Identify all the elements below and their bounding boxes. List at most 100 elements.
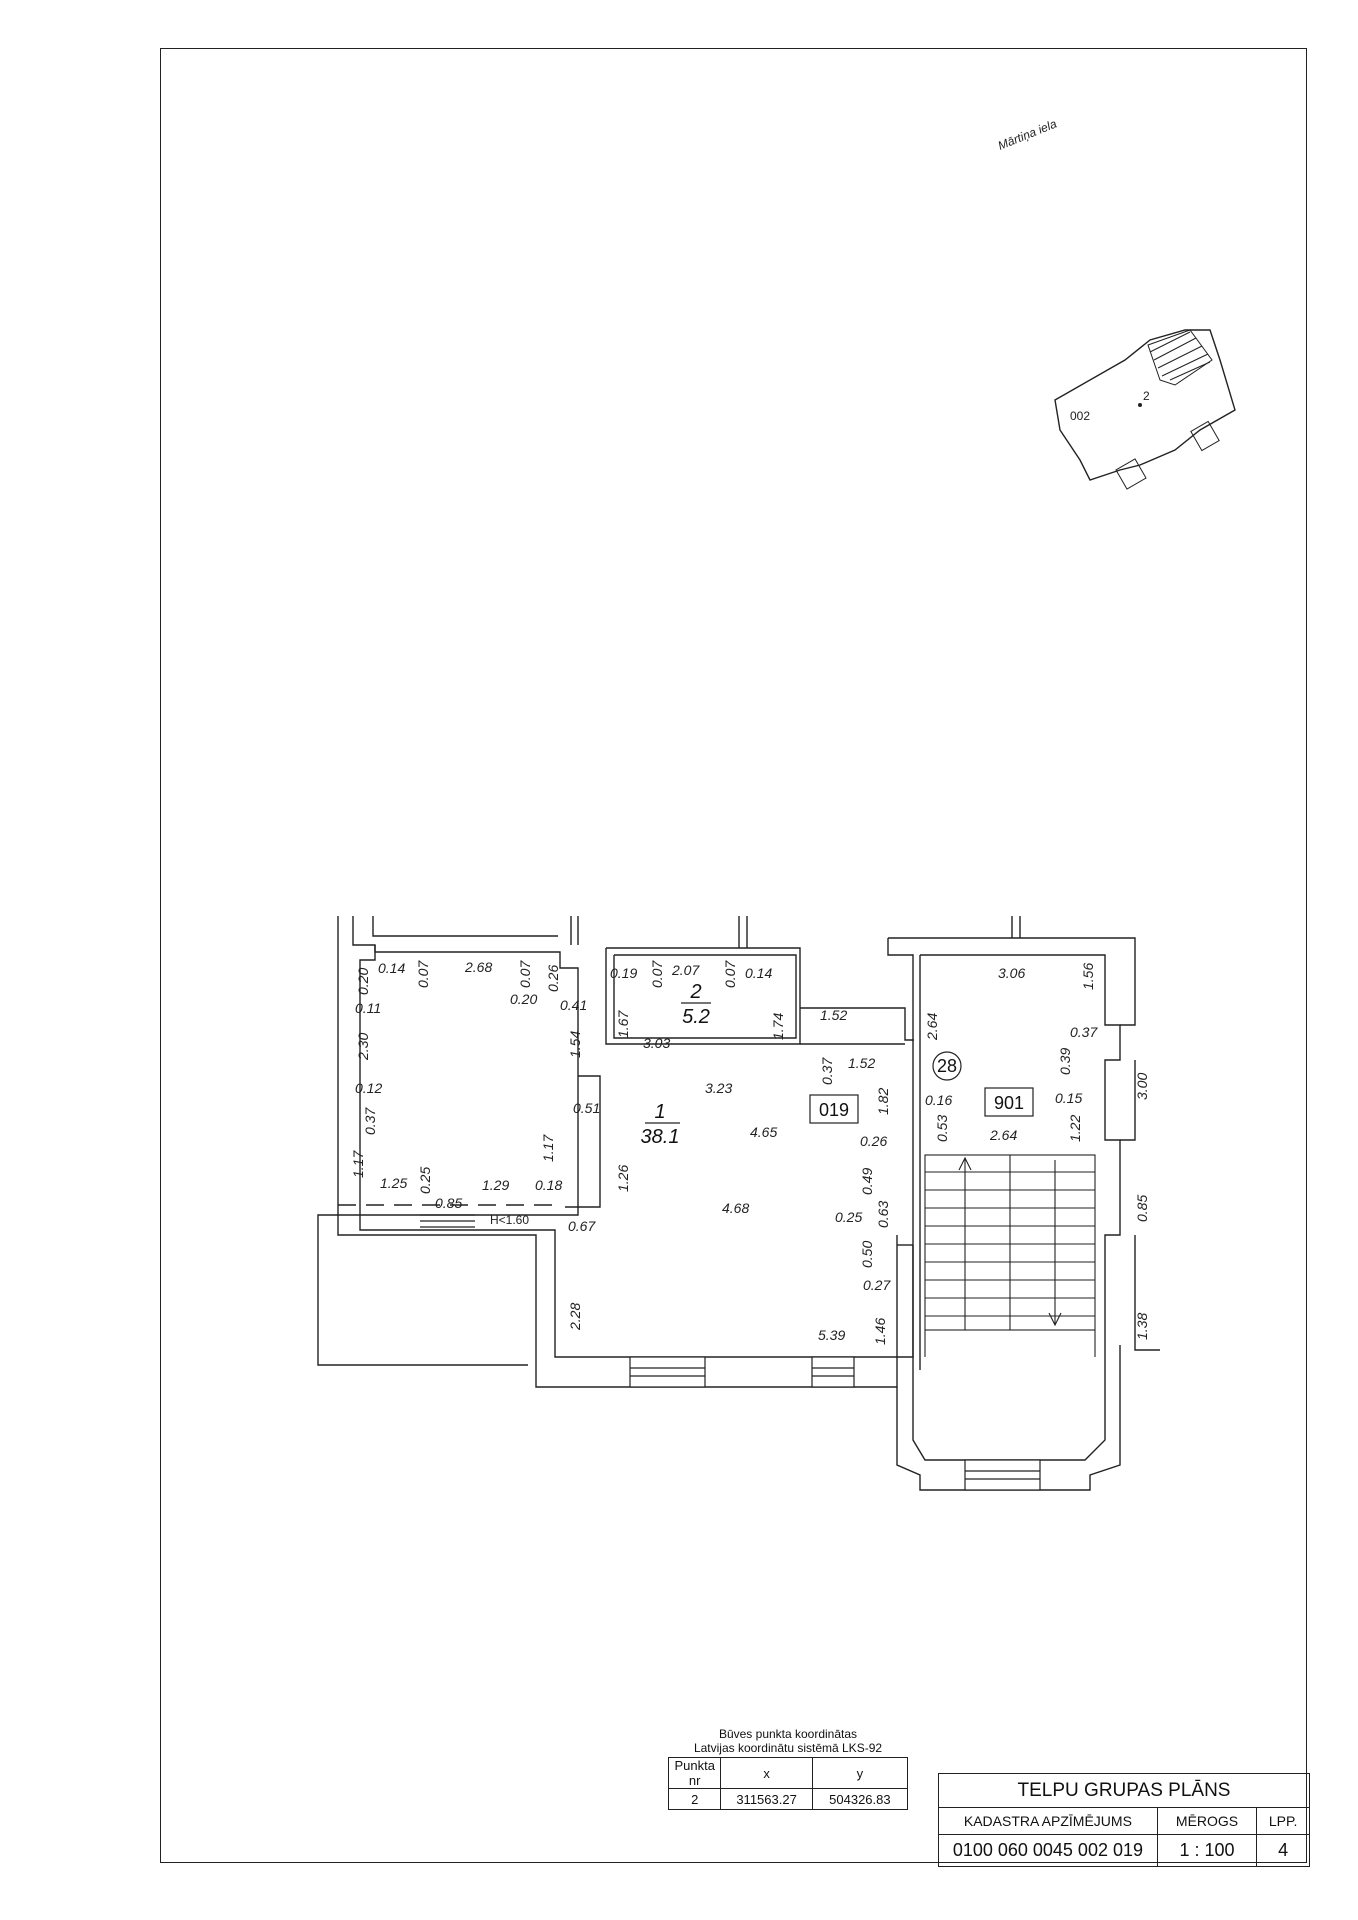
dim: 0.11 — [355, 1000, 381, 1016]
stair-group-code: 901 — [994, 1093, 1024, 1113]
page-value: 4 — [1278, 1840, 1289, 1860]
dim: 0.14 — [745, 965, 772, 981]
location-map-building-outline — [1054, 329, 1236, 481]
dim: 0.07 — [649, 960, 665, 988]
location-map: 002 2 — [1054, 329, 1236, 490]
dim: 3.00 — [1134, 1073, 1150, 1100]
dim: 0.14 — [378, 960, 405, 976]
coordinates-y-value: 504326.83 — [811, 1788, 909, 1810]
dim: 0.16 — [925, 1092, 952, 1108]
dim: 0.15 — [1055, 1090, 1082, 1106]
dim: 1.52 — [848, 1055, 875, 1071]
dim: 0.20 — [510, 991, 537, 1007]
dim: 0.39 — [1057, 1048, 1073, 1075]
title-block-title: TELPU GRUPAS PLĀNS — [939, 1774, 1309, 1808]
location-map-hatched-area — [1147, 329, 1213, 386]
dim: 0.63 — [875, 1201, 891, 1228]
staircase-number: 28 — [937, 1056, 957, 1076]
height-note: H<1.60 — [490, 1213, 529, 1227]
dim: 0.51 — [573, 1100, 600, 1116]
dimensions-room-1-left: 0.20 0.14 0.07 2.68 0.07 0.26 0.20 0.41 … — [350, 959, 631, 1234]
drawing-sheet-frame — [160, 48, 1307, 1863]
dim: 0.27 — [863, 1277, 891, 1293]
page-label: LPP. — [1268, 1813, 1298, 1829]
title-block: TELPU GRUPAS PLĀNS KADASTRA APZĪMĒJUMS M… — [938, 1773, 1310, 1867]
cadastre-label: KADASTRA APZĪMĒJUMS — [939, 1808, 1158, 1834]
coordinates-header-point: Punkta nr — [667, 1757, 722, 1789]
street-label: Mārtiņa iela — [996, 116, 1059, 152]
dim: 0.53 — [934, 1115, 950, 1142]
dim: 1.67 — [615, 1010, 631, 1038]
title-block-values: 0100 060 0045 002 019 1 : 100 4 — [939, 1834, 1309, 1866]
room-1-number: 1 — [654, 1101, 665, 1123]
table-row: 2 311563.27 504326.83 — [667, 1788, 909, 1810]
dim: 0.19 — [610, 965, 637, 981]
dim: 1.54 — [567, 1031, 583, 1058]
dim: 0.37 — [1070, 1024, 1098, 1040]
dim: 0.20 — [355, 968, 371, 995]
dim: 0.26 — [545, 965, 561, 992]
dim: 0.50 — [859, 1241, 875, 1268]
dim: 1.52 — [820, 1007, 847, 1023]
dim: 0.18 — [535, 1177, 562, 1193]
dim: 3.06 — [998, 965, 1025, 981]
dim: 0.07 — [415, 960, 431, 988]
dim: 0.85 — [1134, 1195, 1150, 1222]
room-2-area: 5.2 — [682, 1006, 710, 1028]
coordinates-block: Būves punkta koordinātas Latvijas koordi… — [667, 1727, 909, 1810]
location-map-building-number: 002 — [1070, 409, 1090, 423]
dimensions-stair: 3.06 1.56 2.64 0.37 0.39 0.16 0.53 0.15 … — [924, 963, 1150, 1340]
scale-value: 1 : 100 — [1158, 1834, 1258, 1866]
group-code: 019 — [819, 1100, 849, 1120]
dim: 2.07 — [671, 962, 700, 978]
dim: 1.46 — [872, 1318, 888, 1345]
dim: 1.25 — [380, 1175, 407, 1191]
room-2-label: 2 5.2 — [681, 981, 711, 1028]
room-1-area: 38.1 — [641, 1126, 680, 1148]
staircase-number-circle — [932, 1051, 962, 1081]
dim: 0.25 — [417, 1167, 433, 1194]
dim: 0.07 — [722, 960, 738, 988]
dim: 2.68 — [464, 959, 492, 975]
dim: 3.23 — [705, 1080, 732, 1096]
dim: 2.64 — [989, 1127, 1017, 1143]
dim: 1.82 — [875, 1088, 891, 1115]
coordinates-header-x: x — [720, 1757, 813, 1789]
dim: 2.30 — [355, 1033, 371, 1061]
coordinates-title: Būves punkta koordinātas Latvijas koordi… — [668, 1727, 908, 1755]
dim: 0.49 — [859, 1168, 875, 1195]
dim: 2.64 — [924, 1013, 940, 1041]
room-1-label: 1 38.1 — [641, 1101, 680, 1148]
dim: 1.74 — [770, 1013, 786, 1040]
group-code-box — [809, 1094, 859, 1124]
coordinates-x-value: 311563.27 — [720, 1788, 813, 1810]
dim: 0.67 — [568, 1218, 596, 1234]
cadastre-value: 0100 060 0045 002 019 — [939, 1834, 1158, 1866]
dim: 4.68 — [722, 1200, 749, 1216]
dim: 1.22 — [1067, 1115, 1083, 1142]
coordinates-header-y: y — [811, 1757, 909, 1789]
dim: 0.41 — [560, 997, 587, 1013]
dim: 1.26 — [615, 1165, 631, 1192]
title-block-labels: KADASTRA APZĪMĒJUMS MĒROGS LPP. — [939, 1808, 1309, 1835]
dim: 1.17 — [540, 1134, 556, 1162]
coordinates-point-number: 2 — [667, 1788, 722, 1810]
location-map-point-label: 2 — [1143, 389, 1150, 403]
dim: 5.39 — [818, 1327, 845, 1343]
dim: 0.37 — [362, 1107, 378, 1135]
dim: 2.28 — [567, 1303, 583, 1331]
dim: 0.37 — [819, 1057, 835, 1085]
coordinates-title-line-1: Būves punkta koordinātas — [718, 1727, 858, 1741]
dimensions-room-1-main: 1.52 0.37 1.52 3.23 4.65 1.82 0.26 0.49 … — [567, 1007, 891, 1345]
staircase — [924, 1154, 1096, 1357]
coordinates-title-line-2: Latvijas koordinātu sistēmā LKS-92 — [693, 1741, 883, 1755]
dim: 1.56 — [1080, 963, 1096, 990]
dim: 3.03 — [643, 1035, 670, 1051]
dim: 1.17 — [350, 1150, 366, 1178]
room-2-number: 2 — [689, 981, 701, 1003]
dim: 0.85 — [435, 1195, 462, 1211]
dim: 0.26 — [860, 1133, 887, 1149]
coordinates-table: Punkta nr x y 2 311563.27 504326.83 — [667, 1757, 909, 1810]
stair-group-code-box — [984, 1087, 1034, 1117]
